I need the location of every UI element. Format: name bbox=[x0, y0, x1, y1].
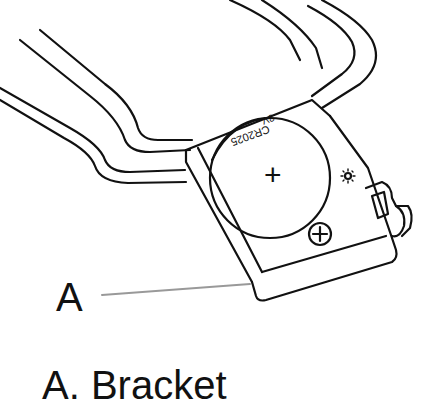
callout-letter: A bbox=[56, 277, 83, 317]
polarity-mark: + bbox=[264, 160, 282, 190]
part-legend: A. Bracket bbox=[42, 365, 227, 405]
battery-type: CR2025 bbox=[229, 123, 271, 147]
